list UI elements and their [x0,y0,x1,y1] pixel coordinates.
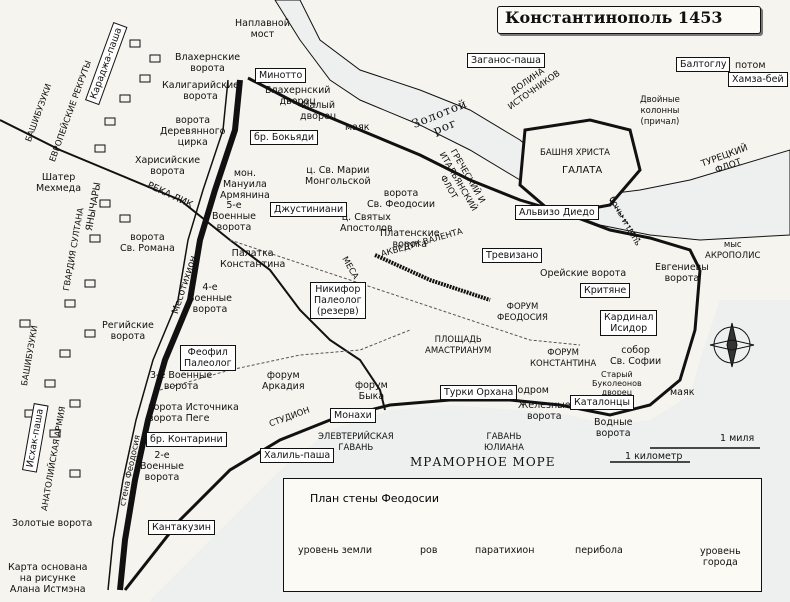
lighthouse-south-label: маяк [670,387,695,398]
forum-arcadius-label: форум Аркадия [262,370,305,392]
forum-bull-label: форум Быка [355,380,388,402]
scale-km-label: 1 километр [625,451,683,462]
ground-level-label: уровень земли [298,545,373,556]
map-credit: Карта основана на рисунке Алана Истмэна [8,562,88,595]
eugenius-gate-label: Евгениевы ворота [655,262,709,284]
galata-label: ГАЛАТА [562,165,603,176]
fifth-military-gate-label: 5-е Военные ворота [212,200,256,233]
hamza-box: Хамза-бей [728,72,788,87]
fourth-military-gate-label: 4-е Военные ворота [188,282,232,315]
kaligaria-gate-label: Калигарийские ворота [162,80,239,102]
cretans-box: Критяне [580,283,631,298]
julian-harbor-label: ГАВАНЬ ЮЛИАНА [484,432,524,453]
water-gate-label: Водные ворота [594,417,633,439]
theophilus-box: Феофил Палеолог [180,345,236,371]
mese-road [229,239,581,346]
ottoman-camp [19,39,161,478]
sea-wall-horn [247,76,702,271]
amastrianum-label: ПЛОЩАДЬ АМАСТРИАНУМ [425,335,492,356]
sea-wall-marmara [123,269,702,591]
charisian-gate-label: Харисийские ворота [135,155,201,177]
mese-road-branch [159,329,411,391]
compass-rose [709,322,755,368]
baltoglu-note: потом [735,60,766,71]
iron-gate-label: Железные ворота [518,400,571,422]
orhan-box: Турки Орхана [440,385,518,400]
theodosius-gate-label: ворота Св. Феодосии [367,188,436,210]
catalans-box: Каталонцы [570,395,634,410]
aqueduct-line [374,253,491,302]
contarini-box: бр. Контарини [146,432,227,447]
st-romanus-gate-label: ворота Св. Романа [120,232,175,254]
boom-chain [609,199,641,241]
horaia-gate-label: Орейские ворота [540,268,627,279]
christ-tower-label: БАШНЯ ХРИСТА [540,148,610,158]
double-columns-label: Двойные колонны (причал) [640,95,680,127]
golden-horn-water [274,0,790,241]
marmara-label: МРАМОРНОЕ МОРЕ [410,455,556,469]
regium-gate-label: Регийские ворота [102,320,154,342]
inset-title: План стены Феодосии [310,492,439,505]
bridge-label: Наплавной мост [235,18,290,40]
bocchiardi-box: бр. Бокьяди [250,130,319,145]
bucoleon-label: Старый Буколеонов дворец [592,370,642,397]
city-level-label: уровень города [700,546,741,568]
zaganos-box: Заганос-паша [467,53,545,68]
hagia-sophia-label: собор Св. Софии [610,345,662,367]
second-military-gate-label: 2-е Военные ворота [140,450,184,483]
third-military-gate-label: 3-е Военные ворота [150,370,213,392]
diedo-box: Альвизо Диедо [515,205,599,220]
monks-box: Монахи [330,408,376,423]
mary-church-label: ц. Св. Марии Монгольской [305,165,371,187]
isidore-box: Кардинал Исидор [600,310,658,336]
wall-plan-inset [283,478,762,592]
acropolis-label: мыс АКРОПОЛИС [705,240,761,261]
paratichion-label: паратихион [475,545,535,556]
scale-mile-label: 1 миля [720,433,755,444]
baltoglu-box: Балтоглу [676,57,731,72]
lighthouse-north-label: маяк [345,122,370,133]
nikephoros-box: Никифор Палеолог (резерв) [310,282,366,319]
theodosian-wall-outer [107,79,229,591]
trevisano-box: Тревизано [482,248,543,263]
map-title: Константинополь 1453 [505,8,723,27]
giustiniani-box: Джустиниани [270,202,348,217]
sultan-tent-label: Шатер Мехмеда [36,172,82,194]
pege-gate-label: ворота Источника ворота Пеге [148,402,239,424]
blachernae-gate-label: Влахернские ворота [175,52,241,74]
galata-walls [518,118,642,217]
platea-gate-label: Платенские ворота [380,228,440,250]
theodosian-wall [117,79,243,591]
eleutherian-harbor-label: ЭЛЕВТЕРИЙСКАЯ ГАВАНЬ [318,432,394,453]
peribolos-label: перибола [575,545,623,556]
holy-apostles-label: ц. Святых Апостолов [340,212,393,234]
hippodrome-label: Ипподром [498,385,549,396]
small-palace-label: Малый дворец [300,100,337,122]
moat-label: ров [420,545,438,556]
wooden-circus-gate-label: ворота Деревянного цирка [160,115,226,148]
minotto-box: Минотто [255,68,307,83]
palatka-label: Палатка Константина [220,248,286,270]
blachernae-palace-label: Влахернский дворец [265,85,331,107]
forum-theodosius-label: ФОРУМ ФЕОДОСИЯ [497,302,548,323]
manuel-monastery-label: мон. Мануила Армянина [220,168,270,201]
title-cartouche [497,6,761,34]
kantakouzenos-box: Кантакузин [148,520,215,535]
lycus-river [0,119,386,411]
golden-gate-label: Золотые ворота [12,518,93,529]
forum-constantine-label: ФОРУМ КОНСТАНТИНА [530,348,597,369]
halil-box: Халиль-паша [260,448,335,463]
